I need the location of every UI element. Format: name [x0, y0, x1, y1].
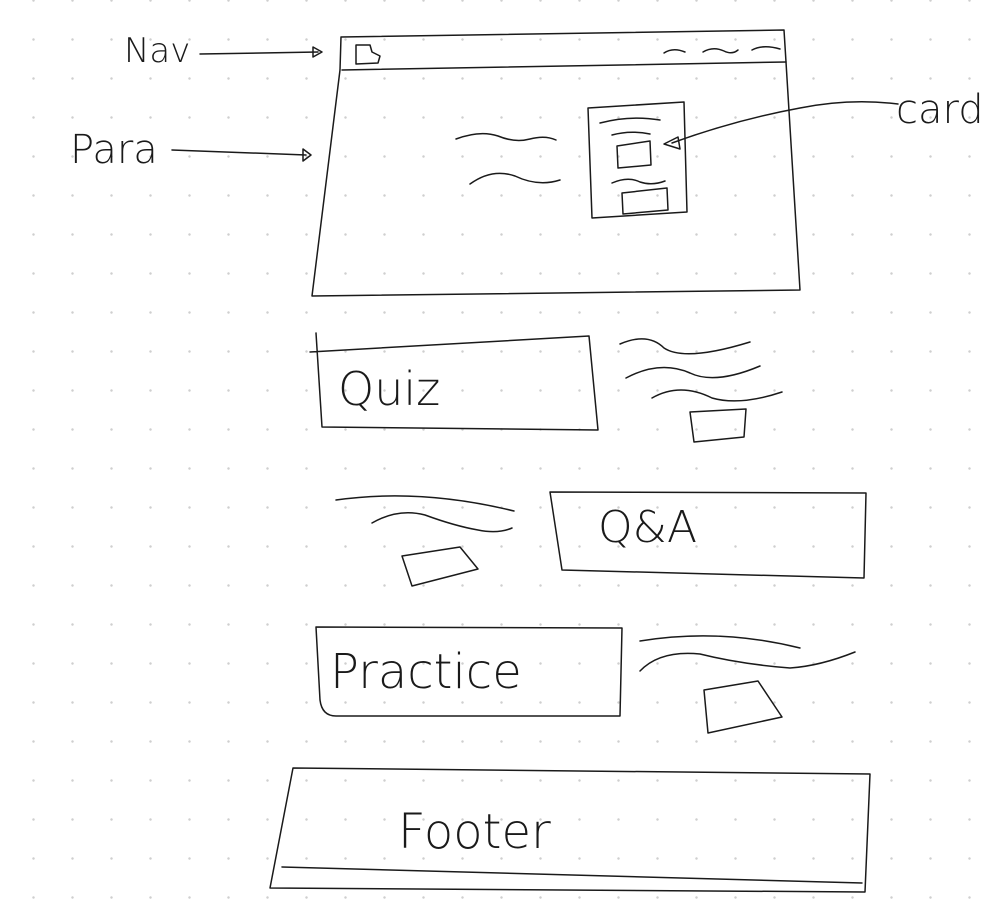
qa-section: [335, 491, 867, 587]
practice-button: [703, 680, 783, 734]
practice-label: Practice: [330, 644, 522, 700]
quiz-box: [309, 332, 599, 431]
nav-link-3: [751, 46, 781, 51]
card-button: [621, 187, 669, 215]
practice-box: [315, 626, 623, 717]
quiz-button: [689, 408, 747, 443]
quiz-label: Quiz: [338, 362, 441, 416]
footer: [269, 767, 871, 893]
practice-section: [315, 626, 856, 734]
label-para: Para: [70, 127, 158, 173]
footer-label: Footer: [398, 804, 551, 860]
nav-link-2: [702, 48, 739, 54]
qa-box: [549, 491, 867, 579]
para-arrow: [171, 148, 312, 162]
nav-logo-icon: [355, 44, 381, 65]
card-arrow: [663, 101, 899, 150]
nav-bar: [341, 44, 787, 71]
qa-button: [401, 546, 479, 587]
quiz-section: [309, 332, 783, 443]
para-text-lines: [455, 132, 561, 185]
qa-label: Q&A: [598, 502, 698, 553]
label-card: card: [896, 87, 984, 133]
nav-link-1: [663, 49, 686, 54]
nav-arrow: [199, 46, 323, 58]
card-image: [616, 140, 652, 169]
hero-frame: [311, 29, 801, 297]
label-nav: Nav: [124, 31, 191, 71]
card: [587, 101, 688, 219]
